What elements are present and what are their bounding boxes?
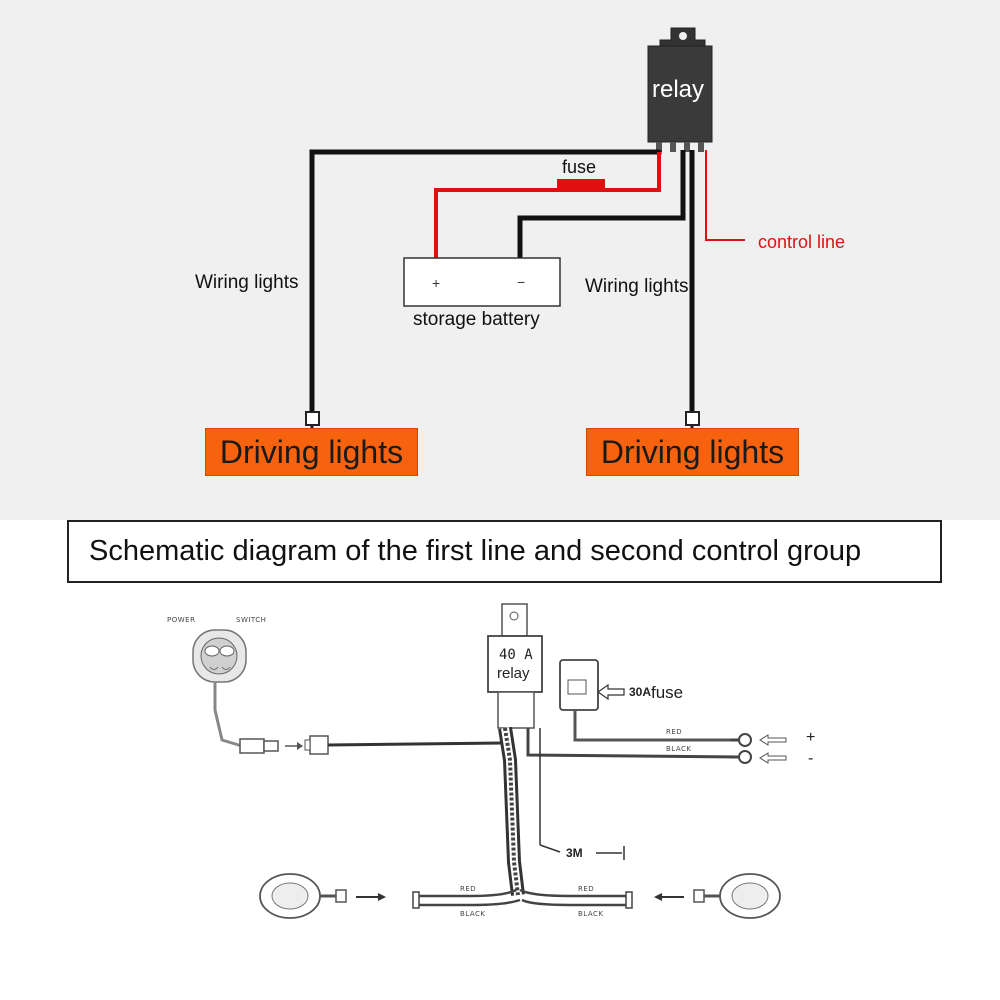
fuse-30a-label: fuse [651, 683, 684, 702]
arrow-left-light-icon [654, 893, 684, 901]
branch-right-black-label: BLACK [578, 910, 604, 918]
arrow-left-minus-icon [759, 752, 787, 764]
fuse-holder-icon [559, 659, 599, 711]
wiring-lights-right-label: Wiring lights [585, 276, 689, 297]
connector-left-icon [305, 411, 320, 431]
power-label: POWER [167, 616, 195, 624]
driving-lights-right-box: Driving lights [586, 428, 799, 476]
battery-black-wire [526, 728, 741, 759]
minus-terminal-label: - [808, 750, 814, 767]
relay-40a-label: relay [497, 665, 530, 682]
fuse-icon [557, 179, 605, 192]
arrow-right-icon [285, 742, 303, 750]
caption-box: Schematic diagram of the first line and … [67, 520, 942, 583]
black-wire-label: BLACK [666, 745, 692, 753]
battery-icon [403, 257, 561, 307]
ring-terminal-black-icon [730, 750, 752, 764]
red-wire-label: RED [666, 728, 682, 736]
plus-terminal-label: + [806, 729, 816, 746]
branch-right-wires [519, 888, 628, 907]
arrow-left-fuse-icon [596, 683, 625, 701]
battery-label: storage battery [413, 309, 540, 330]
driving-light-left-icon [259, 873, 347, 919]
caption-text: Schematic diagram of the first line and … [89, 535, 862, 567]
wire-left-lights [309, 149, 662, 414]
connector-right-icon [685, 411, 700, 431]
driving-lights-left-box: Driving lights [205, 428, 418, 476]
branch-left-wires [418, 888, 521, 907]
branch-left-red-label: RED [460, 885, 476, 893]
wiring-lights-left-label: Wiring lights [195, 272, 299, 293]
fuse-label: fuse [562, 157, 597, 177]
cable-length-label: 3M [566, 846, 583, 860]
battery-minus-label: − [517, 274, 526, 290]
wire-red-fuse [434, 152, 661, 258]
relay-icon [647, 27, 713, 152]
branch-right-red-label: RED [578, 885, 594, 893]
wire-control-line [705, 150, 745, 241]
switch-cable [213, 682, 243, 748]
harness-socket-icon [304, 735, 329, 755]
battery-red-wire [573, 710, 740, 742]
top-wiring-diagram [305, 27, 745, 431]
relay-label: relay [652, 76, 705, 103]
driving-light-right-icon [693, 873, 781, 919]
power-switch-icon [192, 629, 247, 683]
switch-wire [327, 741, 504, 747]
switch-label: SWITCH [236, 616, 266, 624]
ring-terminal-red-icon [730, 733, 752, 747]
relay-40a-icon [487, 603, 543, 729]
control-line-label: control line [758, 232, 846, 252]
battery-plus-label: + [432, 275, 441, 291]
relay-rating-label: 40 A [499, 647, 533, 663]
switch-plug-icon [239, 738, 279, 754]
arrow-left-plus-icon [759, 734, 787, 746]
wire-battery-negative [517, 150, 686, 258]
arrow-right-light-icon [356, 893, 386, 901]
fuse-rating-label: 30A [629, 685, 652, 699]
branch-left-black-label: BLACK [460, 910, 486, 918]
